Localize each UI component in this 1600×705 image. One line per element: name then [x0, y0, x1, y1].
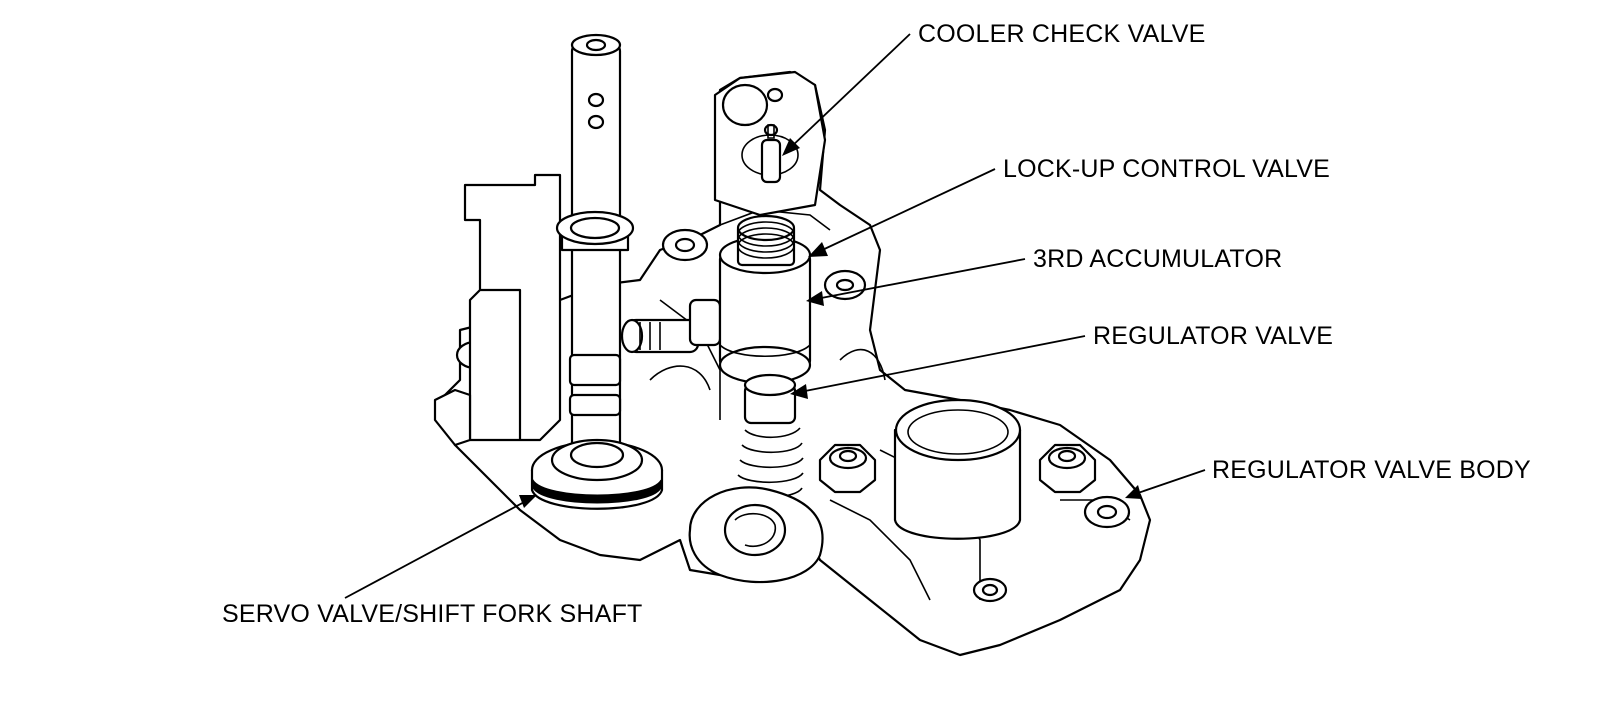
servo-piston [530, 438, 664, 510]
bolt-right [1038, 443, 1097, 494]
shift-fork-bracket [433, 173, 562, 447]
leader-regulator-valve [790, 335, 1086, 399]
label-regulator-valve-body: REGULATOR VALVE BODY [1212, 456, 1531, 484]
leader-lock-up-control-valve [808, 168, 996, 257]
leader-servo-valve-shift-fork-shaft [344, 495, 537, 599]
bolt-left [818, 443, 877, 494]
leader-regulator-valve-body [1125, 469, 1206, 499]
leader-cooler-check-valve [782, 33, 911, 156]
third-accumulator [718, 214, 812, 385]
label-cooler-check-valve: COOLER CHECK VALVE [918, 20, 1206, 48]
servo-shaft [555, 33, 635, 457]
label-third-accumulator: 3RD ACCUMULATOR [1033, 245, 1283, 273]
label-lock-up-control-valve: LOCK-UP CONTROL VALVE [1003, 155, 1330, 183]
label-regulator-valve: REGULATOR VALVE [1093, 322, 1334, 350]
upper-tower [713, 70, 827, 217]
label-servo-valve-shift-fork-shaft: SERVO VALVE/SHIFT FORK SHAFT [222, 600, 643, 628]
regulator-bore [893, 398, 1022, 540]
regulator-spring [688, 373, 824, 584]
leader-third-accumulator [806, 258, 1026, 306]
